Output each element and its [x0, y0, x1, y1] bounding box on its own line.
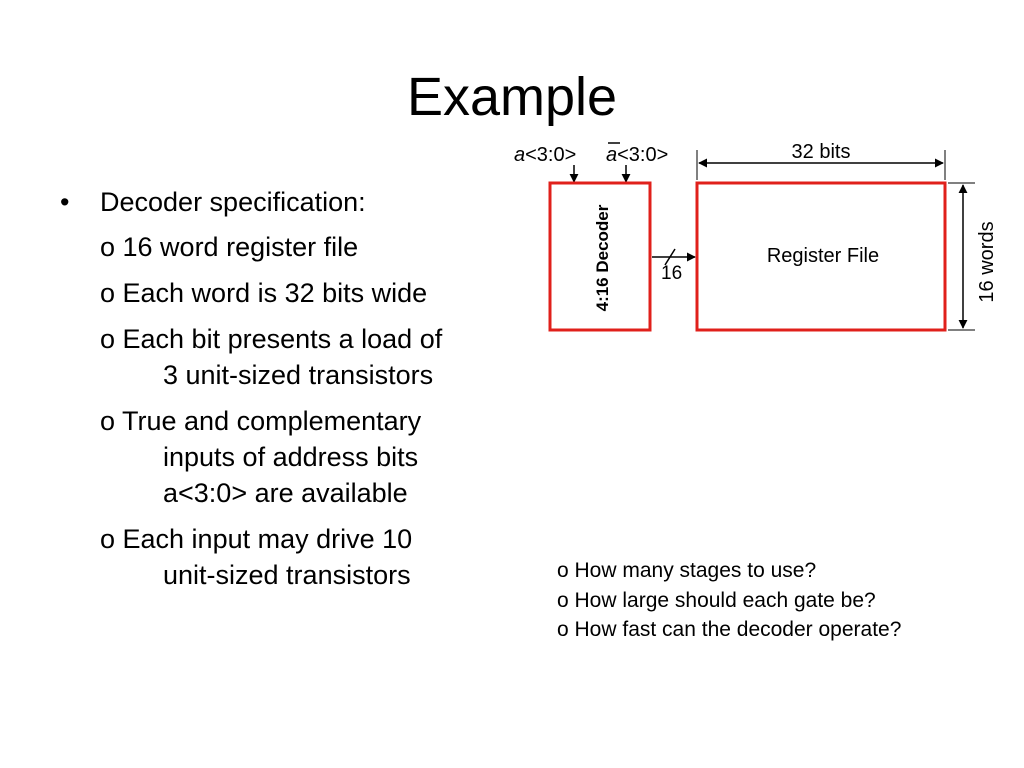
- question-item: o How fast can the decoder operate?: [557, 618, 902, 641]
- bullet-item: • Decoder specification:: [60, 184, 366, 220]
- sub-item-line: o Each word is 32 bits wide: [100, 278, 428, 308]
- question-item: o How large should each gate be?: [557, 588, 876, 612]
- height-label: 16 words: [976, 221, 998, 302]
- sub-item-continuation: inputs of address bits: [163, 442, 419, 472]
- decoder-label: 4:16 Decoder: [593, 204, 612, 311]
- bullet-dot: •: [60, 187, 70, 217]
- question-list: o How many stages to use? o How large sh…: [557, 556, 901, 645]
- question-item: o How many stages to use?: [557, 559, 817, 582]
- register-file-label: Register File: [767, 245, 879, 267]
- decoder-box: [548, 181, 652, 332]
- input-comp-letter: a: [606, 144, 617, 166]
- input-comp-label: a<3:0>: [606, 144, 668, 166]
- input-true-letter: a: [514, 144, 525, 166]
- sub-item-input-drive: o Each input may drive 10 unit-sized tra…: [100, 521, 412, 593]
- sub-item-bit-load: o Each bit presents a load of 3 unit-siz…: [100, 321, 442, 393]
- input-true-label: a<3:0>: [514, 144, 576, 166]
- sub-item-line: o Each bit presents a load of: [100, 324, 443, 354]
- sub-item-line: o True and complementary: [100, 406, 422, 436]
- decoder-register-diagram: a<3:0> a<3:0> 4:16 Decoder 16 Register F…: [514, 141, 998, 332]
- sub-item-address-inputs: o True and complementary inputs of addre…: [100, 403, 421, 511]
- register-file-box: [695, 181, 947, 332]
- sub-item-continuation: a<3:0> are available: [163, 478, 408, 508]
- input-comp-rest: <3:0>: [617, 144, 668, 166]
- sub-item-line: o 16 word register file: [100, 232, 359, 262]
- sub-item-continuation: unit-sized transistors: [163, 560, 411, 590]
- sub-item-continuation: 3 unit-sized transistors: [163, 360, 434, 390]
- width-label: 32 bits: [792, 141, 851, 163]
- bus-width-slash: [664, 248, 676, 266]
- sub-item-word-width: o Each word is 32 bits wide: [100, 275, 427, 311]
- input-true-rest: <3:0>: [525, 144, 576, 166]
- sub-item-line: o Each input may drive 10: [100, 524, 413, 554]
- bus-width-label: 16: [661, 263, 682, 284]
- bullet-label: Decoder specification:: [100, 187, 366, 217]
- text-column: • Decoder specification: o 16 word regist…: [60, 184, 442, 593]
- sub-item-register-file: o 16 word register file: [100, 229, 358, 265]
- slide-title: Example: [406, 67, 618, 127]
